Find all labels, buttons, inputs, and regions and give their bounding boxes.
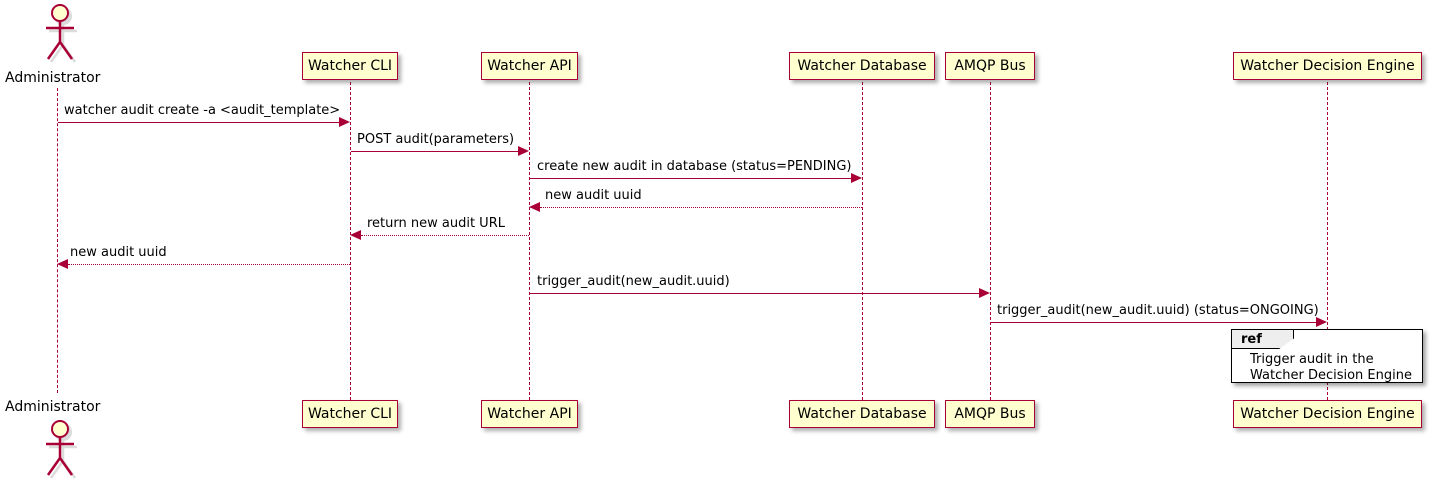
ref-fragment: ref Trigger audit in the Watcher Decisio… [1231,329,1423,383]
message-line-8 [991,322,1317,323]
lifeline-engine [1327,82,1328,400]
participant-watcher-api-bottom[interactable]: Watcher API [481,400,578,428]
message-line-1 [58,122,340,123]
message-label-2: POST audit(parameters) [357,132,515,147]
actor-icon [46,420,77,479]
message-arrowhead-8 [1316,317,1327,327]
ref-fragment-tab: ref [1232,330,1294,349]
participant-watcher-decision-engine-top[interactable]: Watcher Decision Engine [1233,52,1422,80]
message-line-4 [540,207,862,208]
participant-label: Watcher Decision Engine [1240,58,1415,74]
actor-label-administrator-top: Administrator [5,70,101,86]
participant-watcher-decision-engine-bottom[interactable]: Watcher Decision Engine [1233,400,1422,428]
participant-watcher-database-bottom[interactable]: Watcher Database [789,400,935,428]
message-arrowhead-2 [518,146,529,156]
participant-amqp-bus-bottom[interactable]: AMQP Bus [945,400,1035,428]
ref-fragment-line-1: Trigger audit in the [1250,352,1374,367]
message-arrowhead-3 [851,173,862,183]
message-label-7: trigger_audit(new_audit.uuid) [537,274,730,289]
participant-label: AMQP Bus [954,406,1026,422]
actor-administrator-top [32,2,84,68]
participant-label: Watcher Database [797,58,927,74]
participant-label: Watcher API [487,58,572,74]
participant-label: Watcher Decision Engine [1240,406,1415,422]
message-arrowhead-6 [57,259,68,269]
message-label-4: new audit uuid [545,188,642,203]
message-arrowhead-5 [350,230,361,240]
message-line-6 [68,264,350,265]
lifeline-db [862,82,863,400]
participant-label: Watcher API [487,406,572,422]
lifeline-administrator [57,88,58,393]
actor-administrator-bottom [32,418,84,484]
lifeline-bus [990,82,991,400]
actor-icon [46,4,77,63]
participant-label: Watcher CLI [307,406,393,422]
participant-amqp-bus-top[interactable]: AMQP Bus [945,52,1035,80]
participant-label: Watcher CLI [307,58,393,74]
message-label-5: return new audit URL [367,216,505,231]
participant-watcher-database-top[interactable]: Watcher Database [789,52,935,80]
message-line-5 [361,235,529,236]
message-arrowhead-1 [339,117,350,127]
message-line-2 [351,151,519,152]
message-arrowhead-4 [529,202,540,212]
message-label-8: trigger_audit(new_audit.uuid) (status=ON… [997,303,1319,318]
actor-label-administrator-bottom: Administrator [5,399,101,415]
message-arrowhead-7 [979,288,990,298]
ref-fragment-tab-label: ref [1241,331,1262,347]
message-label-1: watcher audit create -a <audit_template> [64,103,341,118]
lifeline-cli [350,82,351,400]
lifeline-api [529,82,530,400]
participant-watcher-api-top[interactable]: Watcher API [481,52,578,80]
participant-label: Watcher Database [797,406,927,422]
message-label-3: create new audit in database (status=PEN… [537,159,852,174]
participant-watcher-cli-top[interactable]: Watcher CLI [302,52,398,80]
message-line-7 [530,293,980,294]
participant-label: AMQP Bus [954,58,1026,74]
message-label-6: new audit uuid [70,245,167,260]
participant-watcher-cli-bottom[interactable]: Watcher CLI [302,400,398,428]
ref-fragment-line-2: Watcher Decision Engine [1250,368,1412,383]
message-line-3 [530,178,852,179]
